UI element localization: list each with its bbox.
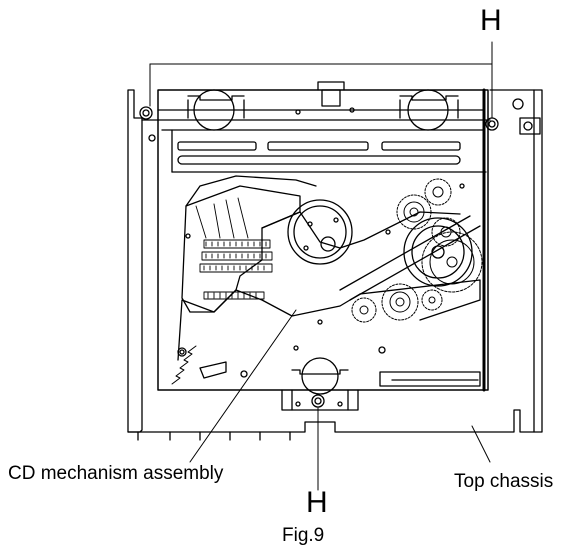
spring [171, 345, 197, 385]
spindle-motor [287, 199, 353, 265]
bottom-slide [199, 361, 481, 387]
h-label-bottom: H [306, 486, 328, 519]
sled-motor [403, 217, 473, 287]
gear-train [351, 178, 483, 323]
connector-pads [195, 197, 273, 300]
top-chassis-label: Top chassis [454, 471, 554, 492]
top-roller-right [399, 89, 459, 131]
leader-lines [189, 309, 491, 463]
screw-h-top-right [485, 117, 499, 131]
traverse-mechanism [177, 175, 481, 361]
bottom-roller [281, 357, 359, 411]
screw-h-top-left [139, 106, 153, 120]
h-bracket-top [149, 41, 493, 119]
cd-mechanism-label: CD mechanism assembly [8, 463, 224, 484]
top-clip [295, 81, 355, 115]
screw-h-bottom [311, 394, 325, 408]
top-roller-left [187, 89, 245, 131]
mounting-holes [177, 183, 465, 378]
figure-caption: Fig.9 [282, 525, 325, 546]
h-label-top: H [480, 4, 502, 37]
top-chassis-frame [127, 89, 543, 441]
